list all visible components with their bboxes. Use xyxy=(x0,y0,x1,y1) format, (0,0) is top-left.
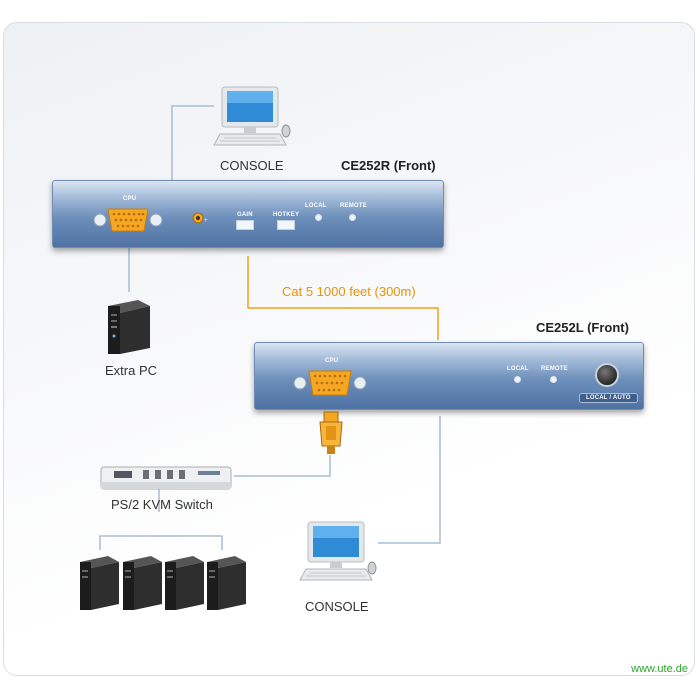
kvm-switch-label: PS/2 KVM Switch xyxy=(111,497,213,512)
ce252l-local-led xyxy=(514,376,521,383)
svg-text:+: + xyxy=(204,218,208,224)
pc-icon-1 xyxy=(80,556,119,610)
ce252l-local-label: LOCAL xyxy=(507,366,529,372)
extra-pc-label: Extra PC xyxy=(105,363,158,378)
gain-label: GAIN xyxy=(237,212,253,218)
ce252l-unit: CPU LOCAL REMOTE LOCAL / AUTO xyxy=(254,342,644,410)
pc-bus-line xyxy=(99,486,223,550)
console-top-line xyxy=(171,105,214,180)
local-auto-label: LOCAL / AUTO xyxy=(579,393,638,403)
cat5-cable-line xyxy=(247,256,439,340)
ce252r-remote-led xyxy=(349,214,356,221)
ce252r-local-led xyxy=(315,214,322,221)
audio-port-icon: + xyxy=(192,212,208,224)
gain-button[interactable] xyxy=(236,220,254,230)
ce252r-local-label: LOCAL xyxy=(305,203,327,209)
cable-label: Cat 5 1000 feet (300m) xyxy=(282,284,416,299)
console-bottom-label: CONSOLE xyxy=(305,599,369,614)
kvm-cable-line xyxy=(234,455,331,477)
local-auto-button[interactable] xyxy=(595,363,619,387)
console-top-label: CONSOLE xyxy=(220,158,284,173)
ce252r-unit: CPU + GAIN HOTKEY LOCAL REMOTE xyxy=(52,180,444,248)
console-bottom-line xyxy=(378,416,441,544)
ce252r-title: CE252R (Front) xyxy=(341,158,436,173)
ce252l-cpu-port-icon xyxy=(293,370,367,396)
footer-url[interactable]: www.ute.de xyxy=(631,663,688,675)
ce252r-remote-label: REMOTE xyxy=(340,203,367,209)
ce252l-remote-led xyxy=(550,376,557,383)
ce252r-cpu-port-icon xyxy=(93,208,163,232)
ce252l-cpu-label: CPU xyxy=(325,358,339,364)
pc-icon-2 xyxy=(123,556,162,610)
pc-icon-4 xyxy=(207,556,246,610)
ce252r-cpu-label: CPU xyxy=(123,196,137,202)
ce252l-title: CE252L (Front) xyxy=(536,320,629,335)
ce252l-remote-label: REMOTE xyxy=(541,366,568,372)
hotkey-label: HOTKEY xyxy=(273,212,300,218)
pc-icon-3 xyxy=(165,556,204,610)
hotkey-button[interactable] xyxy=(277,220,295,230)
